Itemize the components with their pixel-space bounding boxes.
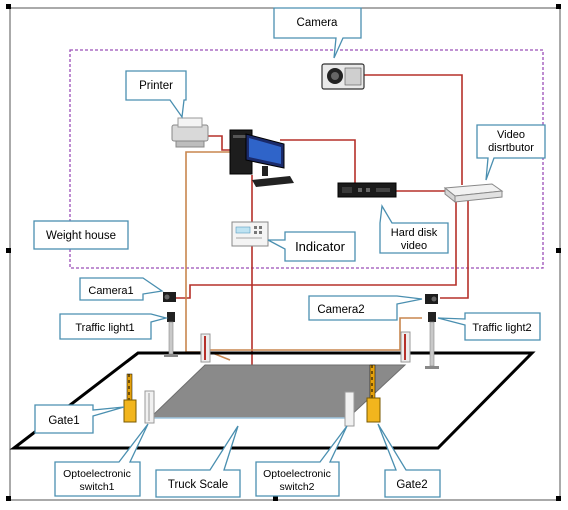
optoelectronic-switch1-callout [54, 423, 149, 497]
weight-house-boundary [69, 49, 544, 269]
indicator-callout [267, 231, 356, 262]
camera2-callout [308, 295, 423, 321]
optoelectronic-pole-back-right [400, 331, 411, 363]
optoelectronic-switch1-label-line2: switch1 [79, 481, 114, 493]
camera2-label: Camera2 [317, 304, 364, 316]
camera2-device [425, 294, 438, 304]
camera1-label: Camera1 [88, 285, 133, 297]
optoelectronic-switch2-device [344, 391, 355, 427]
traffic-light2-device [425, 312, 439, 369]
camera-label: Camera [297, 17, 339, 29]
gate1-device [123, 373, 137, 423]
traffic-light1-label: Traffic light1 [75, 322, 134, 334]
optoelectronic-switch1-device [144, 390, 155, 424]
hard-disk-video-callout [379, 204, 449, 254]
gate2-callout [377, 423, 441, 498]
computer-device [229, 129, 294, 187]
cables [176, 74, 469, 366]
indicator-device [231, 221, 269, 247]
truck-scale-label: Truck Scale [168, 479, 228, 491]
weight-house-label: Weight house [46, 230, 116, 242]
traffic-light2-callout [437, 312, 541, 341]
video-distributor-label-line2: disrtbutor [488, 142, 534, 154]
gate2-label: Gate2 [396, 479, 427, 491]
camera-callout [273, 7, 362, 59]
weight-house-callout [33, 220, 129, 250]
gate1-label: Gate1 [48, 415, 79, 427]
traffic-light2-label: Traffic light2 [472, 322, 531, 334]
optoelectronic-switch1-label-line1: Optoelectronic [63, 468, 131, 480]
printer-label: Printer [139, 80, 173, 92]
camera-device [321, 63, 365, 90]
hard-disk-video-label-line2: video [401, 240, 427, 252]
gate1-callout [34, 404, 125, 434]
hard-disk-video-device [337, 182, 397, 198]
camera1-device [163, 292, 176, 302]
optoelectronic-pole-back-left [200, 333, 211, 363]
gate2-device [366, 364, 381, 423]
video-distributor-device [443, 183, 504, 204]
camera1-callout [79, 277, 164, 301]
printer-device [171, 117, 209, 148]
traffic-light1-device [164, 312, 178, 357]
printer-callout [125, 70, 187, 119]
optoelectronic-switch2-callout [255, 425, 348, 497]
optoelectronic-switch2-label-line1: Optoelectronic [263, 468, 331, 480]
video-distributor-label-line1: Video [497, 129, 525, 141]
optoelectronic-switch2-label-line2: switch2 [279, 481, 314, 493]
indicator-label: Indicator [295, 239, 346, 254]
traffic-light1-callout [59, 313, 169, 340]
hard-disk-video-label-line1: Hard disk [391, 227, 438, 239]
video-distributor-callout [476, 124, 546, 181]
truck-scale-callout [155, 425, 241, 498]
